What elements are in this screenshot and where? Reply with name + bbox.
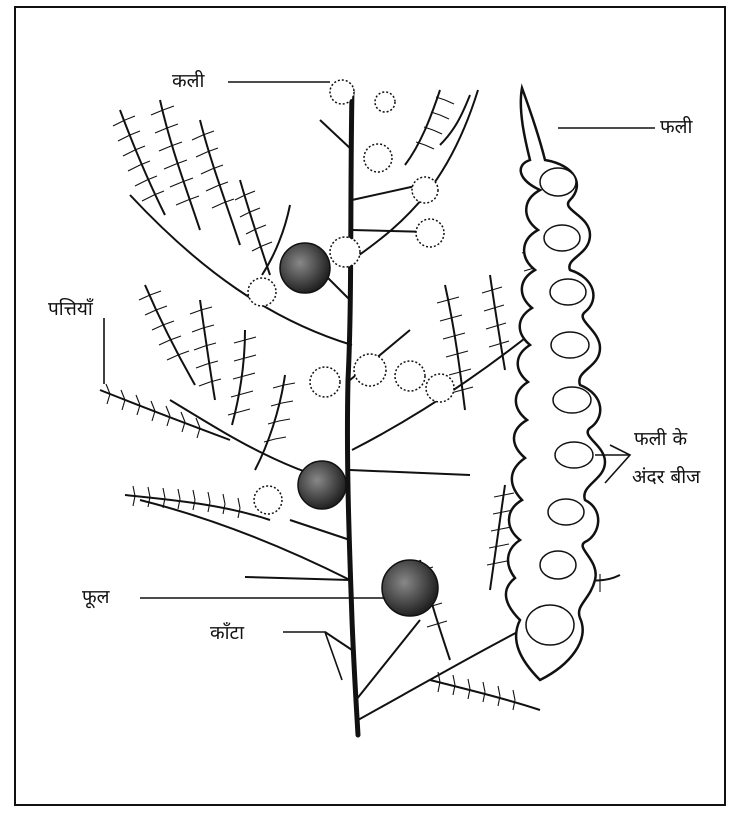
bud: [254, 486, 282, 514]
bud: [330, 237, 360, 267]
bud: [354, 354, 386, 386]
bud: [248, 278, 276, 306]
bud: [416, 219, 444, 247]
label-bud: कली: [172, 70, 204, 92]
label-leaves: पत्तियाँ: [48, 298, 93, 320]
main-stem: [347, 90, 358, 735]
label-flower: फूल: [82, 586, 110, 608]
flower-head: [382, 560, 438, 616]
label-seeds-line2: अंदर बीज: [632, 466, 700, 488]
bud: [364, 144, 392, 172]
bud: [395, 361, 425, 391]
bud: [310, 367, 340, 397]
seed-pod: [506, 88, 605, 680]
bud: [426, 374, 454, 402]
bud: [375, 92, 395, 112]
bud: [330, 80, 354, 104]
label-seeds-line1: फली के: [634, 428, 687, 450]
bud: [412, 177, 438, 203]
label-thorn: काँटा: [210, 622, 244, 644]
label-pod: फली: [660, 116, 692, 138]
branches: [130, 90, 560, 720]
flower-head: [280, 243, 330, 293]
flower-head: [298, 461, 346, 509]
